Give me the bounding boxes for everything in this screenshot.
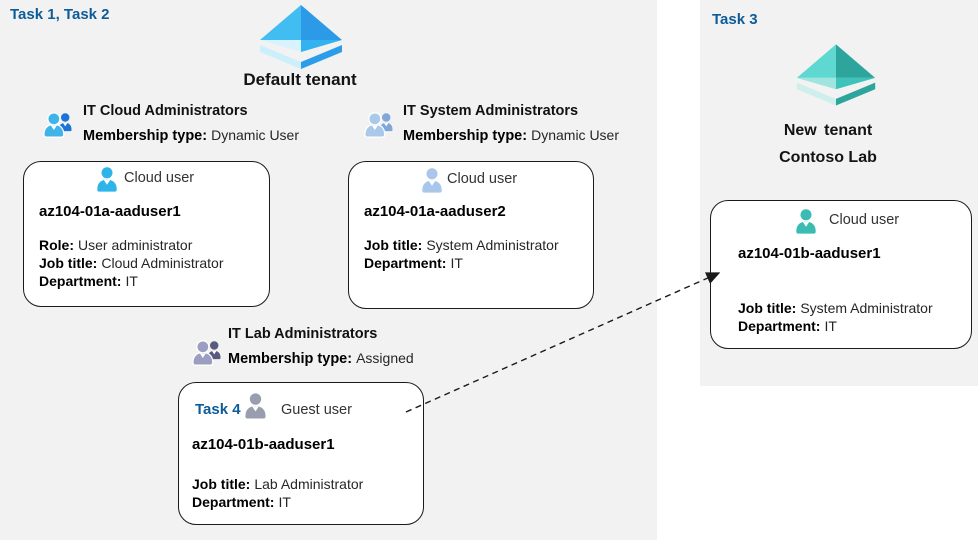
membership-type-value: Assigned xyxy=(356,350,414,366)
group-membership-cloud: Membership type:Dynamic User xyxy=(83,126,299,145)
card-cloud-user-2: Cloud user az104-01a-aaduser2 Job title:… xyxy=(348,161,594,309)
azure-ad-tenant-icon xyxy=(260,5,342,69)
user-fields: Job title:Lab Administrator Department:I… xyxy=(192,475,363,511)
group-icon-system-admins xyxy=(364,112,393,138)
new-tenant-title-line2: Contoso Lab xyxy=(779,149,877,166)
group-membership-lab: Membership type:Assigned xyxy=(228,349,414,368)
membership-type-value: Dynamic User xyxy=(211,127,299,143)
task-3-label: Task 3 xyxy=(712,11,758,28)
user-fields: Job title:System Administrator Departmen… xyxy=(738,299,933,335)
task-1-2-label: Task 1, Task 2 xyxy=(10,6,110,23)
user-type-label: Guest user xyxy=(281,402,352,418)
new-tenant-title-line1: New tenant xyxy=(783,122,873,139)
guest-user-icon xyxy=(245,393,266,419)
role-field: Role:User administrator xyxy=(39,237,193,253)
group-icon-cloud-admins xyxy=(43,112,72,138)
membership-type-value: Dynamic User xyxy=(531,127,619,143)
department-field: Department:IT xyxy=(192,494,291,510)
cloud-user-icon xyxy=(796,209,816,234)
user-name: az104-01a-aaduser2 xyxy=(364,203,506,220)
membership-type-label: Membership type: xyxy=(228,351,353,367)
job-title-field: Job title:Cloud Administrator xyxy=(39,255,224,271)
user-type-label: Cloud user xyxy=(447,171,518,187)
job-title-field: Job title:System Administrator xyxy=(364,237,559,253)
card-guest-user: Task 4 Guest user az104-01b-aaduser1 Job… xyxy=(178,382,424,525)
group-icon-lab-admins xyxy=(192,340,221,366)
membership-type-label: Membership type: xyxy=(403,128,528,144)
user-name: az104-01b-aaduser1 xyxy=(192,436,335,453)
department-field: Department:IT xyxy=(738,318,837,334)
group-title-cloud-admins: IT Cloud Administrators xyxy=(83,103,248,119)
user-name: az104-01a-aaduser1 xyxy=(39,203,181,220)
user-fields: Role:User administrator Job title:Cloud … xyxy=(39,236,224,290)
cloud-user-icon xyxy=(422,168,442,193)
department-field: Department:IT xyxy=(39,273,138,289)
azure-ad-new-tenant-icon xyxy=(796,44,876,106)
new-tenant-panel: Task 3 New tenant Contoso Lab Cloud user… xyxy=(700,0,978,386)
membership-type-label: Membership type: xyxy=(83,128,208,144)
job-title-field: Job title:System Administrator xyxy=(738,300,933,316)
card-new-tenant-user: Cloud user az104-01b-aaduser1 Job title:… xyxy=(710,200,972,349)
user-type-label: Cloud user xyxy=(829,212,900,228)
group-title-lab-admins: IT Lab Administrators xyxy=(228,326,378,342)
user-type-label: Cloud user xyxy=(124,170,195,186)
user-fields: Job title:System Administrator Departmen… xyxy=(364,236,559,272)
default-tenant-title: Default tenant xyxy=(243,70,357,89)
department-field: Department:IT xyxy=(364,255,463,271)
card-cloud-user-1: Cloud user az104-01a-aaduser1 Role:User … xyxy=(23,161,270,307)
group-membership-system: Membership type:Dynamic User xyxy=(403,126,619,145)
job-title-field: Job title:Lab Administrator xyxy=(192,476,364,492)
user-name: az104-01b-aaduser1 xyxy=(738,245,881,262)
group-title-system-admins: IT System Administrators xyxy=(403,103,579,119)
task-4-label: Task 4 xyxy=(195,401,241,418)
default-tenant-panel: Task 1, Task 2 Default tenant xyxy=(0,0,657,540)
cloud-user-icon xyxy=(97,167,117,192)
